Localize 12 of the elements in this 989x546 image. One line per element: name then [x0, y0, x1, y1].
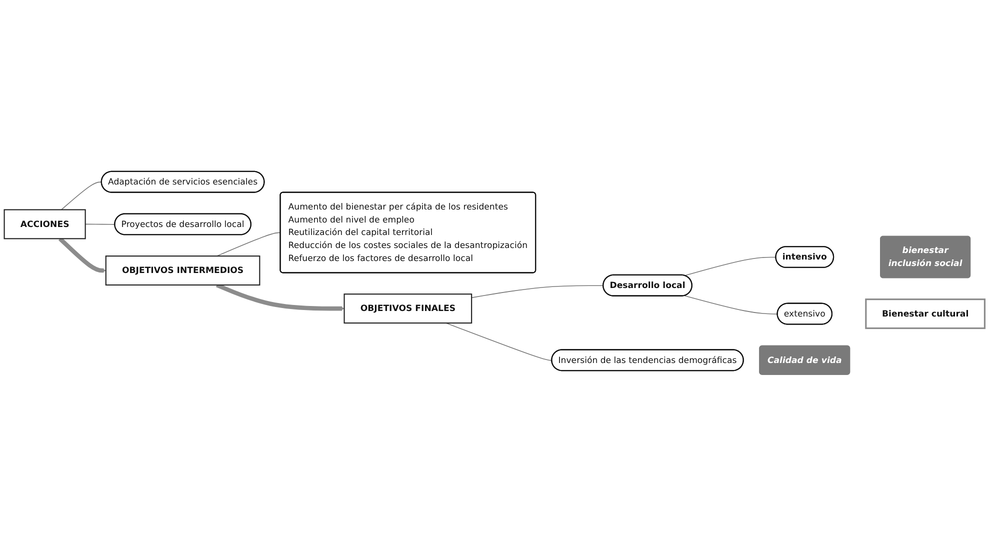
connector [216, 232, 281, 256]
node-box: Bienestar cultural [865, 298, 986, 330]
node-box: OBJETIVOS INTERMEDIOS [105, 256, 260, 286]
arrow [58, 237, 106, 273]
node-box: OBJETIVOS FINALES [344, 294, 472, 324]
connector [684, 256, 776, 276]
arrow [216, 283, 344, 311]
connector [61, 182, 102, 210]
connector [471, 285, 604, 298]
connector [84, 224, 116, 225]
connector [684, 295, 778, 314]
node-box: ACCIONES [4, 209, 86, 240]
